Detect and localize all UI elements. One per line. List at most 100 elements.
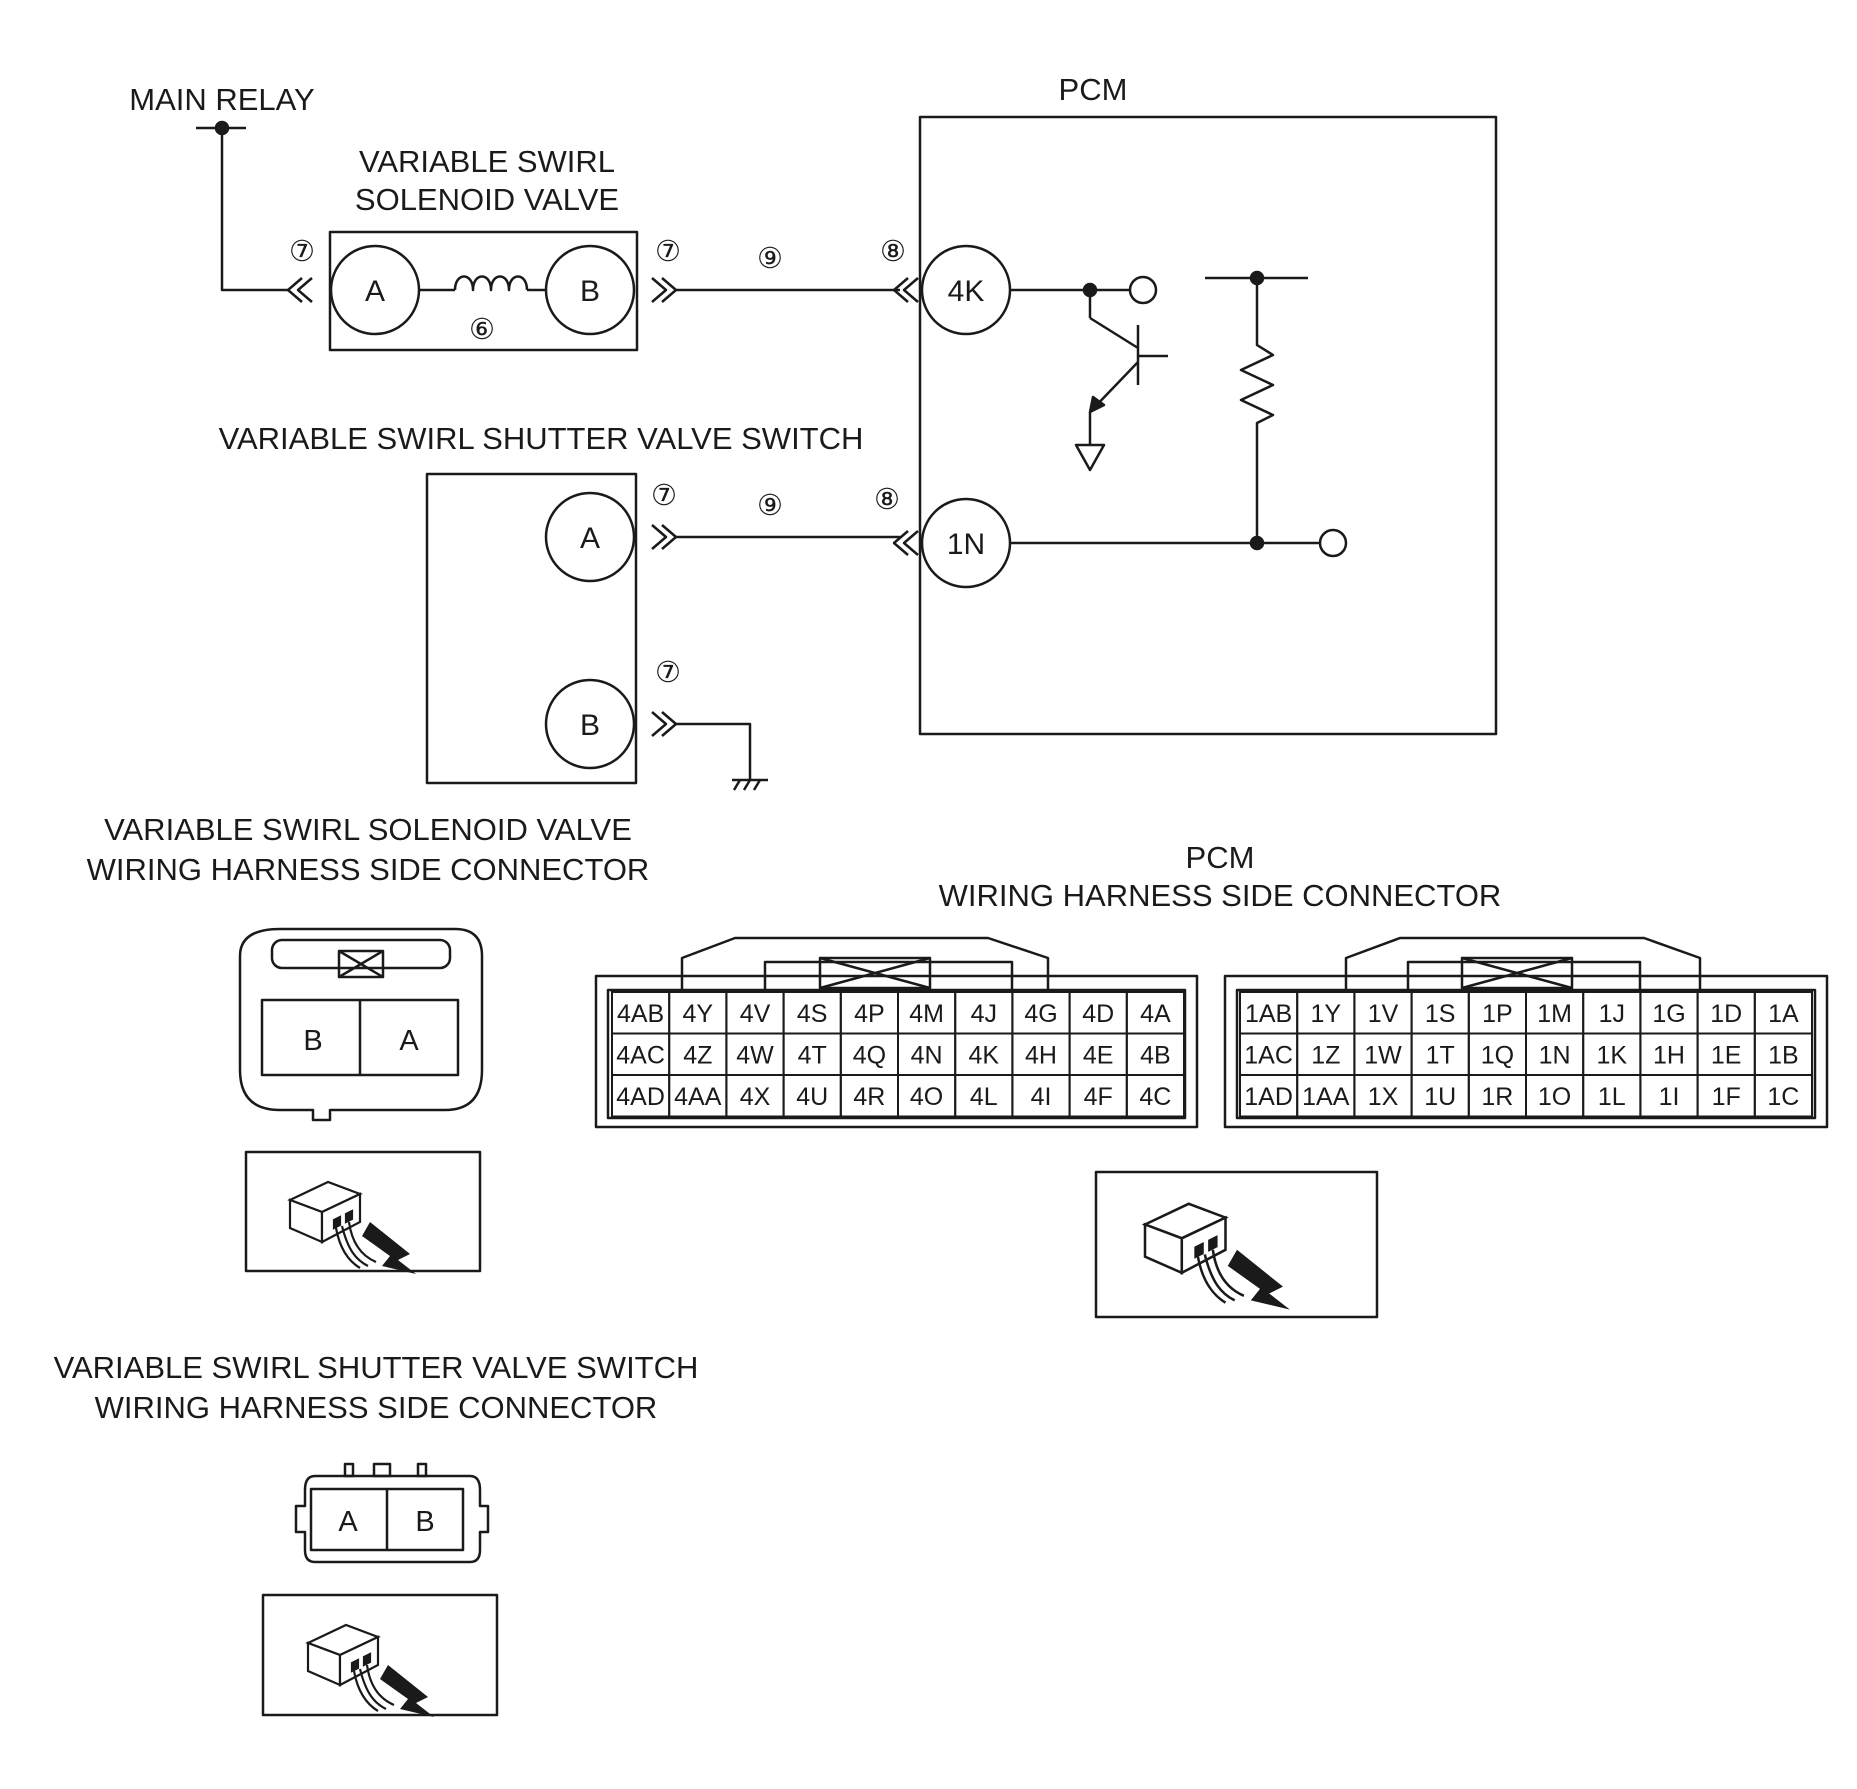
pcm-terminal-4a: 4A: [1140, 1000, 1171, 1028]
pcm-terminal-4e: 4E: [1083, 1041, 1114, 1069]
pcm-terminal-1ab: 1AB: [1245, 1000, 1292, 1028]
pcm-terminal-4r: 4R: [853, 1083, 885, 1111]
pcm-terminal-1f: 1F: [1712, 1083, 1741, 1111]
pcm-terminal-4aa: 4AA: [674, 1083, 722, 1111]
solenoid-connector-body: [238, 927, 484, 1122]
main-relay-label: MAIN RELAY: [129, 82, 314, 117]
connector-7-solenoid-a: [286, 277, 313, 303]
pcm-terminal-4m: 4M: [909, 1000, 944, 1028]
pcm-cell-frame: [1125, 1074, 1186, 1118]
pcm-terminal-4z: 4Z: [683, 1041, 712, 1069]
pcm-terminal-4q: 4Q: [853, 1041, 886, 1069]
pcm-terminal-4j: 4J: [971, 1000, 997, 1028]
pcm-connector-view-frame: [1094, 1170, 1379, 1319]
pcm-terminal-1d: 1D: [1710, 1000, 1742, 1028]
switch-connector-title-line1: VARIABLE SWIRL SHUTTER VALVE SWITCH: [54, 1350, 699, 1385]
pcm-terminal-4f: 4F: [1084, 1083, 1113, 1111]
switch-pin-b-circle: [544, 678, 636, 770]
pcm-terminal-1ad: 1AD: [1244, 1083, 1293, 1111]
connector-8-pcm-1n: [892, 530, 919, 556]
solenoid-connector-pin-left: B: [303, 1025, 322, 1057]
pcm-terminal-1o: 1O: [1538, 1083, 1571, 1111]
transistor-arrow: [1088, 395, 1106, 414]
pcm-terminal-4d: 4D: [1082, 1000, 1114, 1028]
pcm-connector-title-line1: PCM: [1186, 840, 1255, 875]
pcm-terminal-1s: 1S: [1425, 1000, 1456, 1028]
switch-box: [425, 472, 638, 785]
pcm-connector-title-line2: WIRING HARNESS SIDE CONNECTOR: [939, 878, 1502, 913]
pcm-box: [918, 115, 1498, 736]
pcm-pin-1n: 1N: [947, 528, 985, 561]
pcm-pin-4k: 4K: [948, 275, 985, 308]
callout-7-solenoid-b: ⑦: [655, 236, 681, 268]
pcm-terminal-4b: 4B: [1140, 1041, 1171, 1069]
pcm-terminal-4ac: 4AC: [616, 1041, 665, 1069]
pcm-terminal-4l: 4L: [970, 1083, 998, 1111]
pcm-terminal-4w: 4W: [736, 1041, 774, 1069]
connector-7-switch-b: [651, 711, 678, 737]
transistor: [1089, 316, 1168, 413]
pcm-terminal-1c: 1C: [1767, 1083, 1799, 1111]
pcm-terminal-1w: 1W: [1364, 1041, 1402, 1069]
pcm-terminal-4p: 4P: [854, 1000, 885, 1028]
callout-7-switch-a: ⑦: [651, 480, 677, 512]
solenoid-connector-view-icon: [287, 1180, 416, 1274]
pcm-terminal-1y: 1Y: [1311, 1000, 1342, 1028]
solenoid-pin-a: A: [365, 275, 385, 308]
pcm-terminal-4v: 4V: [740, 1000, 771, 1028]
callout-8-upper: ⑧: [880, 236, 906, 268]
pcm-terminal-4i: 4I: [1031, 1083, 1052, 1111]
solenoid-connector-view-frame: [244, 1150, 482, 1273]
switch-title: VARIABLE SWIRL SHUTTER VALVE SWITCH: [219, 421, 864, 456]
pcm-terminal-1x: 1X: [1368, 1083, 1399, 1111]
callout-9-lower: ⑨: [757, 490, 783, 522]
ground-icon: [732, 778, 768, 791]
solenoid-connector-title-line2: WIRING HARNESS SIDE CONNECTOR: [87, 852, 650, 887]
pcm-terminal-1u: 1U: [1424, 1083, 1456, 1111]
switch-pin-b: B: [580, 709, 600, 742]
pcm-title: PCM: [1059, 72, 1128, 107]
callout-9-upper: ⑨: [757, 243, 783, 275]
callout-7-switch-b: ⑦: [655, 657, 681, 689]
pcm-terminal-1h: 1H: [1653, 1041, 1685, 1069]
pcm-terminal-1a: 1A: [1768, 1000, 1799, 1028]
pcm-cell-frame: [1753, 1074, 1814, 1118]
solenoid-coil: [453, 275, 529, 292]
pcm-terminal-4n: 4N: [911, 1041, 943, 1069]
pcm-terminal-4k: 4K: [969, 1041, 1000, 1069]
pcm-terminal-1l: 1L: [1598, 1083, 1626, 1111]
callout-7-solenoid-a: ⑦: [289, 236, 315, 268]
connector-7-solenoid-b: [651, 277, 678, 303]
callout-8-lower: ⑧: [874, 484, 900, 516]
connector-8-pcm-4k: [892, 277, 919, 303]
pcm-terminal-1q: 1Q: [1481, 1041, 1514, 1069]
pcm-4k-terminal: [1128, 275, 1158, 305]
callout-6-solenoid-coil: ⑥: [469, 314, 495, 346]
pcm-terminal-4y: 4Y: [683, 1000, 714, 1028]
solenoid-title-line1: VARIABLE SWIRL: [359, 144, 615, 179]
pcm-terminal-4t: 4T: [798, 1041, 827, 1069]
pcm-terminal-4s: 4S: [797, 1000, 828, 1028]
pcm-connector-right-body: [1223, 974, 1829, 1129]
pcm-connector-left-body: [594, 974, 1199, 1129]
pcm-terminal-1v: 1V: [1368, 1000, 1399, 1028]
pcm-terminal-4c: 4C: [1139, 1083, 1171, 1111]
main-relay-wire: [220, 128, 290, 292]
pcm-1n-junction: [1249, 535, 1265, 551]
pcm-terminal-1e: 1E: [1711, 1041, 1742, 1069]
pcm-terminal-1z: 1Z: [1311, 1041, 1340, 1069]
pcm-terminal-4u: 4U: [796, 1083, 828, 1111]
switch-pin-a-circle: [544, 491, 636, 583]
pcm-terminal-1ac: 1AC: [1244, 1041, 1293, 1069]
switch-pin-a: A: [580, 522, 600, 555]
pcm-1n-terminal: [1318, 528, 1348, 558]
pcm-terminal-4h: 4H: [1025, 1041, 1057, 1069]
pcm-terminal-1n: 1N: [1539, 1041, 1571, 1069]
pcm-terminal-1p: 1P: [1482, 1000, 1513, 1028]
pcm-terminal-1m: 1M: [1537, 1000, 1572, 1028]
solenoid-title-line2: SOLENOID VALVE: [355, 182, 619, 217]
solenoid-connector-title-line1: VARIABLE SWIRL SOLENOID VALVE: [104, 812, 632, 847]
pcm-internal-ground-icon: [1074, 443, 1106, 472]
switch-connector-title-line2: WIRING HARNESS SIDE CONNECTOR: [95, 1390, 658, 1425]
